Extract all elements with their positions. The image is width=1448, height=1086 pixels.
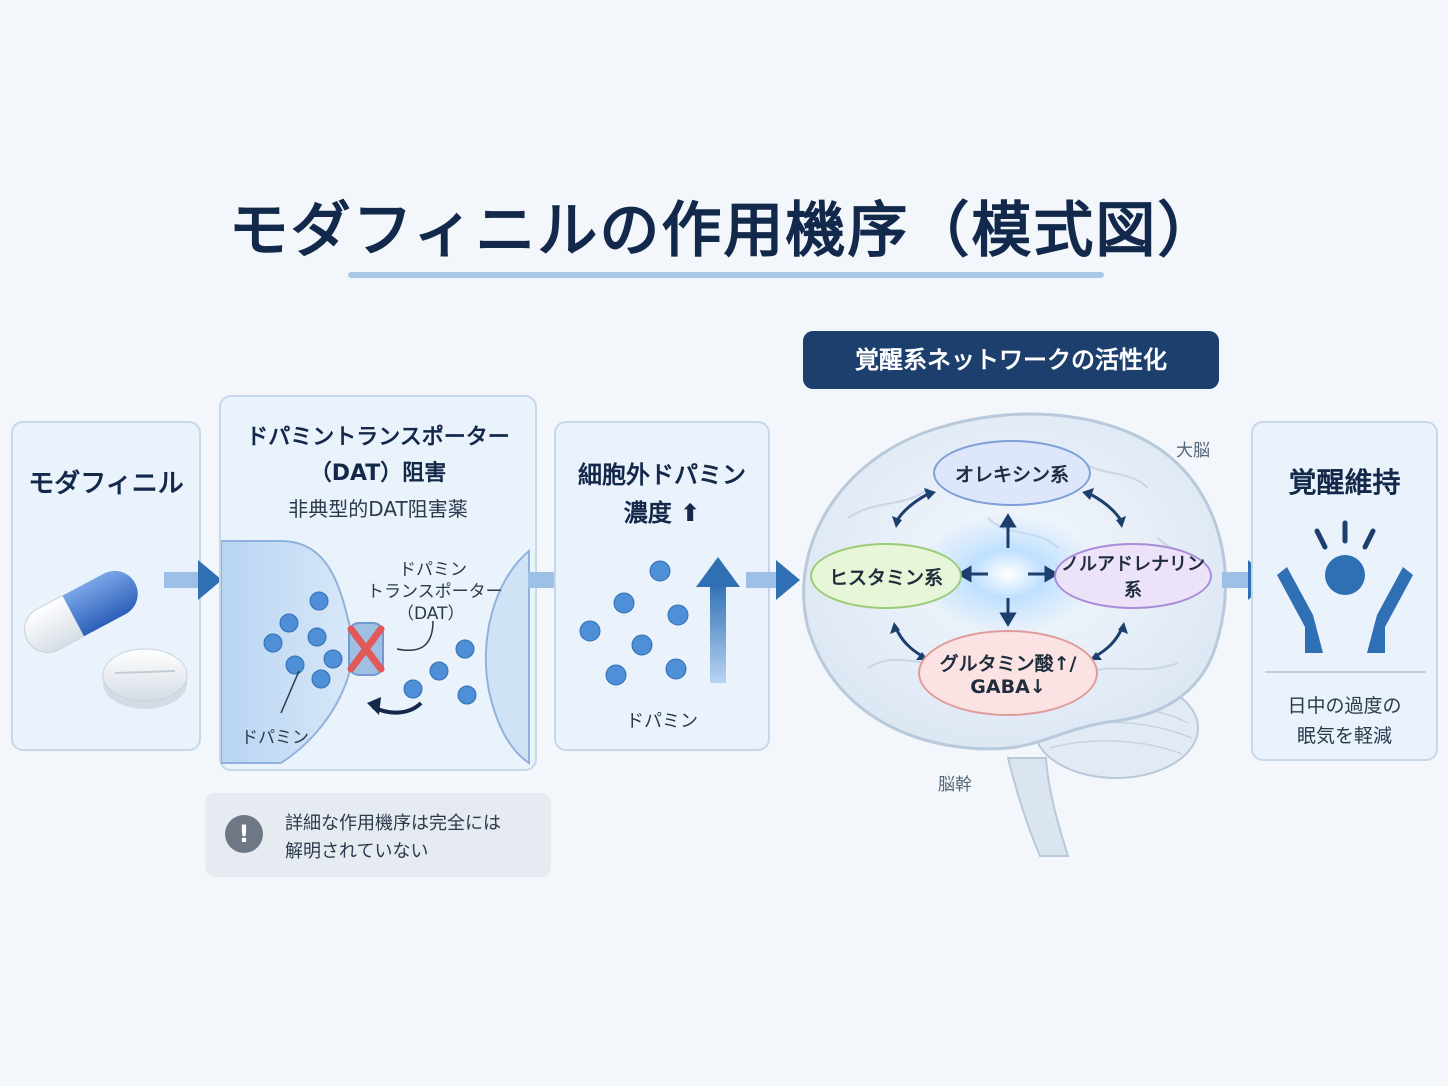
panel-dat-title-line2: （DAT）阻害 (309, 461, 447, 486)
noradrenaline-node: ノルアドレナリン系 (1054, 543, 1212, 609)
orexin-label: オレキシン系 (954, 463, 1069, 486)
brainstem-label: 脳幹 (938, 775, 972, 795)
page-title: モダフィニルの作用機序（模式図） (228, 196, 1220, 266)
brain-illustration (802, 412, 1227, 857)
histamine-label: ヒスタミン系 (828, 566, 943, 589)
caution-note: ! 詳細な作用機序は完全には 解明されていない (205, 793, 551, 877)
dopamine-rise-illustration (579, 557, 740, 686)
cerebrum-label: 大脳 (1176, 441, 1210, 461)
histamine-node: ヒスタミン系 (810, 543, 962, 609)
dat-label-line1: ドパミン (399, 560, 467, 580)
network-banner: 覚醒系ネットワークの活性化 (803, 331, 1219, 389)
pill-icon (24, 570, 188, 709)
person-raising-arms-icon (1277, 520, 1413, 653)
synapse-illustration (221, 540, 530, 765)
up-arrow-icon: ⬆ (680, 499, 701, 527)
glutamate-label: グルタミン酸↑/ (939, 652, 1077, 675)
panel-dopamine-label: ドパミン (626, 711, 698, 732)
dat-label-line3: （DAT） (397, 604, 465, 624)
note-line1: 詳細な作用機序は完全には (285, 813, 501, 834)
panel-dat-title-line1: ドパミントランスポーター (246, 425, 510, 450)
panel-wakefulness-desc-line2: 眠気を軽減 (1296, 725, 1392, 747)
orexin-node: オレキシン系 (933, 440, 1091, 506)
flow-arrow-3 (746, 560, 800, 600)
panel-wakefulness-desc-line1: 日中の過度の (1287, 695, 1402, 717)
gaba-label: GABA↓ (970, 675, 1046, 698)
dat-label-line2: トランスポーター (367, 582, 503, 602)
panel-dopamine-title-line1: 細胞外ドパミン (578, 461, 746, 489)
panel-extracellular-dopamine: 細胞外ドパミン 濃度 ⬆ ドパミン (554, 421, 770, 751)
glutamate-gaba-node: グルタミン酸↑/ GABA↓ (918, 630, 1098, 716)
noradrenaline-label: ノルアドレナリン系 (1061, 554, 1205, 601)
panel-wakefulness: 覚醒維持 日中の過度の 眠気を軽減 (1251, 421, 1438, 761)
panel-dat-subtitle: 非典型的DAT阻害薬 (288, 497, 468, 521)
panel-modafinil-title: モダフィニル (28, 469, 184, 499)
note-line2: 解明されていない (285, 841, 429, 862)
panel-wakefulness-title: 覚醒維持 (1288, 466, 1401, 499)
block-x-icon (347, 625, 385, 673)
title-underline (348, 272, 1104, 278)
panel-dat-inhibition: ドパミントランスポーター （DAT）阻害 非典型的DAT阻害薬 ドパミン トラン… (219, 395, 537, 771)
panel-dopamine-title-line2: 濃度 (623, 499, 672, 527)
flow-arrow-1 (164, 560, 222, 600)
panel-divider (1265, 671, 1426, 673)
dopamine-label: ドパミン (241, 728, 309, 748)
warning-icon: ! (225, 815, 263, 853)
